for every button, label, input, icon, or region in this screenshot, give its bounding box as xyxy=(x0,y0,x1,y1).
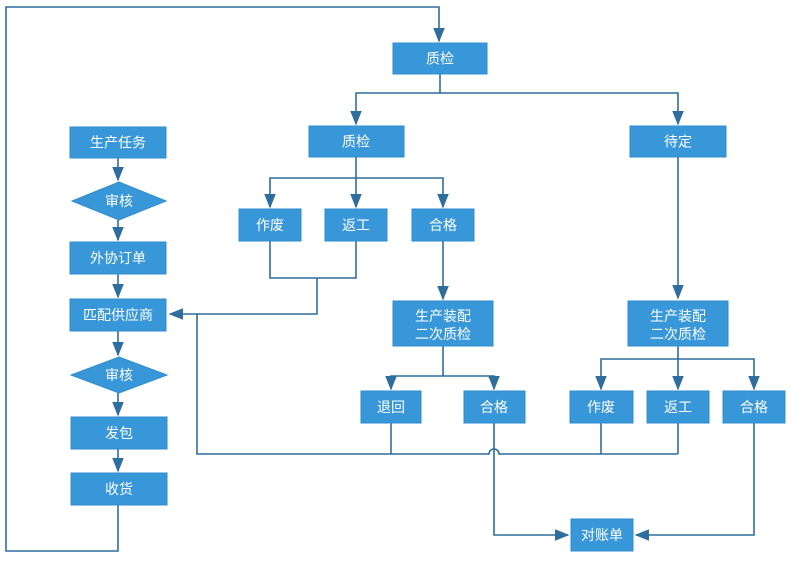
connector-qualified-right-to-statement xyxy=(634,423,755,541)
connector-quality-check-top-to-pending xyxy=(440,92,684,126)
node-return-label: 退回 xyxy=(377,400,405,416)
node-layer: 生产任务 审核 外协订单 匹配供应商 审核 发包 收货 质检 xyxy=(69,42,786,552)
node-review-2[interactable]: 审核 xyxy=(69,356,169,394)
node-pending[interactable]: 待定 xyxy=(629,125,727,158)
connector-qualified-second-to-statement xyxy=(493,423,570,541)
connector-quality-check-mid-to-qualified xyxy=(356,177,449,209)
node-qualified-mid-shape[interactable] xyxy=(411,208,475,242)
connector-assembly-left-to-qualified-second xyxy=(443,375,500,391)
connector-quality-check-top-to-quality-check-mid xyxy=(350,92,440,126)
connector-merge-to-match-supplier xyxy=(168,278,318,320)
connector-layer xyxy=(5,6,760,552)
node-assembly-recheck-right-shape[interactable] xyxy=(627,300,729,347)
node-statement[interactable]: 对账单 xyxy=(570,518,634,552)
node-qualified-second-label: 合格 xyxy=(480,400,508,416)
node-qualified-right-shape[interactable] xyxy=(722,390,786,424)
connector-assembly-left-to-return xyxy=(385,375,443,391)
node-qualified-right[interactable]: 合格 xyxy=(722,390,786,424)
connector-rework-mid-merge xyxy=(317,241,357,279)
connector-feedback-line-with-jump xyxy=(196,314,678,455)
node-review-1[interactable]: 审核 xyxy=(70,181,168,221)
node-statement-shape[interactable] xyxy=(570,518,634,552)
node-assembly-recheck-left[interactable]: 生产装配 二次质检 xyxy=(392,300,494,347)
node-match-supplier-shape[interactable] xyxy=(69,298,167,332)
node-quality-check-mid[interactable]: 质检 xyxy=(308,125,405,158)
node-void-mid-shape[interactable] xyxy=(238,208,302,242)
node-assembly-recheck-right[interactable]: 生产装配 二次质检 xyxy=(627,300,729,347)
node-outsourcing-order-shape[interactable] xyxy=(69,241,167,275)
node-rework-mid[interactable]: 返工 xyxy=(324,208,388,242)
node-pending-shape[interactable] xyxy=(629,125,727,158)
node-qualified-mid[interactable]: 合格 xyxy=(411,208,475,242)
node-quality-check-mid-label: 质检 xyxy=(342,135,370,151)
node-quality-check-top[interactable]: 质检 xyxy=(392,42,488,75)
node-production-task-shape[interactable] xyxy=(69,126,167,159)
node-outsourcing-order-label: 外协订单 xyxy=(90,251,146,267)
node-qualified-mid-label: 合格 xyxy=(429,218,457,234)
node-void-right-shape[interactable] xyxy=(569,390,634,424)
node-receive-goods[interactable]: 收货 xyxy=(70,472,168,506)
node-assembly-recheck-right-label-line2: 二次质检 xyxy=(650,327,706,343)
node-issue-package-shape[interactable] xyxy=(70,416,168,450)
node-rework-right[interactable]: 返工 xyxy=(646,390,710,424)
node-assembly-recheck-right-label-line1: 生产装配 xyxy=(650,309,706,325)
connector-assembly-right-to-void xyxy=(595,358,678,391)
node-receive-goods-label: 收货 xyxy=(105,481,133,498)
node-rework-mid-label: 返工 xyxy=(342,218,370,234)
node-assembly-recheck-left-label-line1: 生产装配 xyxy=(415,309,471,325)
node-qualified-second[interactable]: 合格 xyxy=(463,390,526,424)
node-rework-right-shape[interactable] xyxy=(646,390,710,424)
node-rework-right-label: 返工 xyxy=(664,400,692,416)
node-quality-check-top-shape[interactable] xyxy=(392,42,488,75)
node-production-task[interactable]: 生产任务 xyxy=(69,126,167,159)
node-return[interactable]: 退回 xyxy=(360,390,422,424)
connector-void-mid-merge xyxy=(269,241,317,279)
node-quality-check-mid-shape[interactable] xyxy=(308,125,405,158)
node-match-supplier[interactable]: 匹配供应商 xyxy=(69,298,167,332)
node-rework-mid-shape[interactable] xyxy=(324,208,388,242)
node-outsourcing-order[interactable]: 外协订单 xyxy=(69,241,167,275)
node-void-right[interactable]: 作废 xyxy=(569,390,634,424)
node-return-shape[interactable] xyxy=(360,390,422,424)
node-qualified-right-label: 合格 xyxy=(740,400,768,416)
node-assembly-recheck-left-label-line2: 二次质检 xyxy=(415,327,471,343)
node-production-task-label: 生产任务 xyxy=(90,136,146,152)
node-pending-label: 待定 xyxy=(664,135,692,151)
node-match-supplier-label: 匹配供应商 xyxy=(83,307,153,324)
node-review-2-label: 审核 xyxy=(105,368,133,384)
node-quality-check-top-label: 质检 xyxy=(426,52,454,68)
node-issue-package[interactable]: 发包 xyxy=(70,416,168,450)
node-receive-goods-shape[interactable] xyxy=(70,472,168,506)
node-void-right-label: 作废 xyxy=(587,400,615,416)
node-assembly-recheck-left-shape[interactable] xyxy=(392,300,494,347)
connector-receive-goods-loop-to-quality-check-top xyxy=(5,6,445,552)
node-review-2-shape[interactable] xyxy=(69,356,169,394)
node-statement-label: 对账单 xyxy=(581,528,623,544)
connector-quality-check-mid-to-void xyxy=(264,177,356,209)
node-review-1-shape[interactable] xyxy=(70,181,168,221)
node-review-1-label: 审核 xyxy=(105,194,133,210)
node-void-mid-label: 作废 xyxy=(256,218,284,234)
node-void-mid[interactable]: 作废 xyxy=(238,208,302,242)
connector-assembly-right-to-qualified xyxy=(678,358,760,391)
node-issue-package-label: 发包 xyxy=(105,426,133,442)
node-qualified-second-shape[interactable] xyxy=(463,390,526,424)
